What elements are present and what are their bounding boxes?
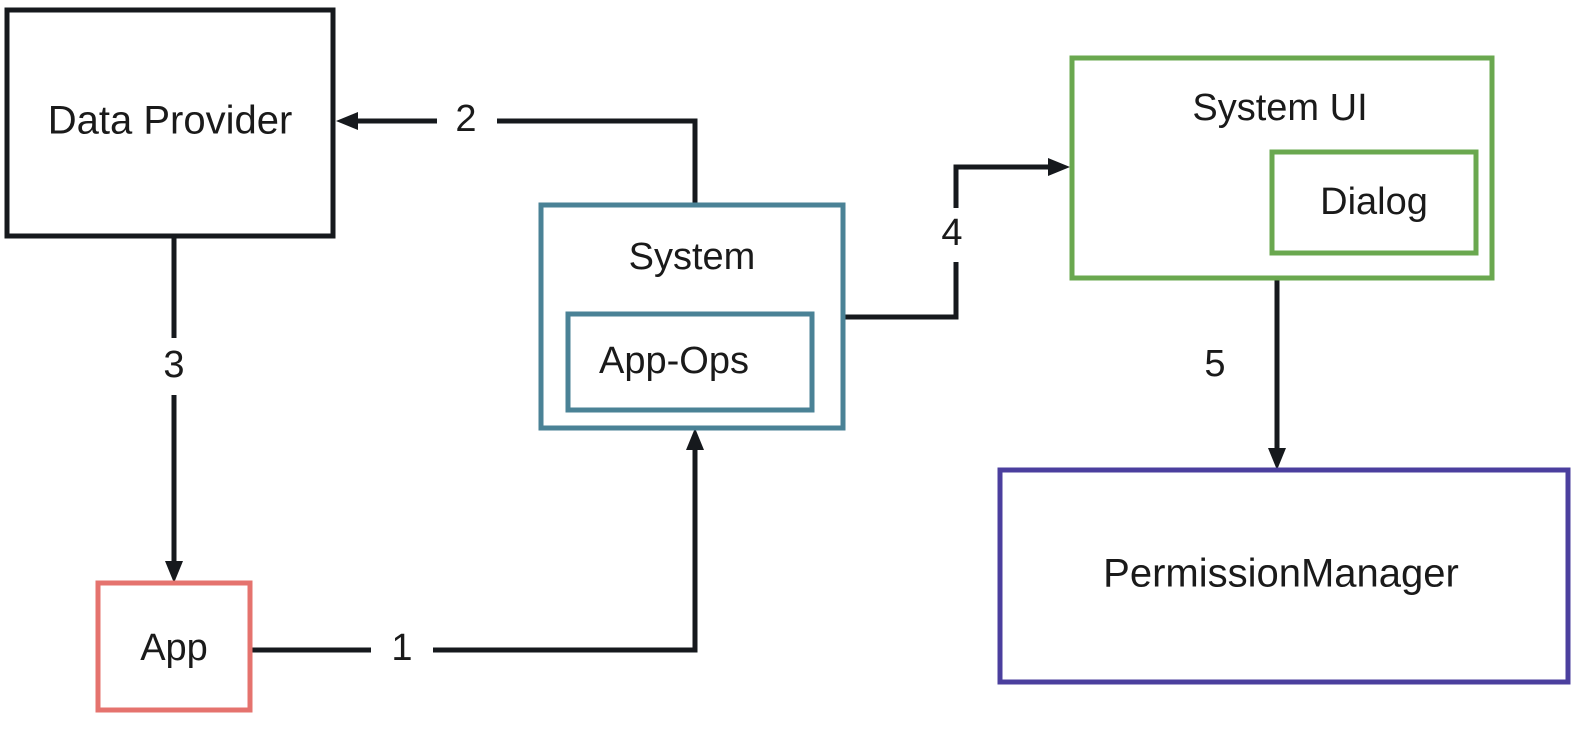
node-box-app[interactable] <box>95 580 253 713</box>
node-box-permission-manager[interactable] <box>997 467 1571 685</box>
node-dialog[interactable]: Dialog <box>1269 149 1479 256</box>
edge-label-edge-2: 2 <box>455 98 476 140</box>
node-app[interactable]: App <box>95 580 253 713</box>
arrow-head-icon-edge-4 <box>1048 158 1070 176</box>
edge-edge-4 <box>843 158 1070 320</box>
edge-edge-3 <box>165 236 183 583</box>
arrow-head-icon-edge-3 <box>165 561 183 583</box>
edge-line-edge-4 <box>843 164 1052 320</box>
node-label-system-ui: System UI <box>1192 87 1367 129</box>
node-permission-manager[interactable]: PermissionManager <box>997 467 1571 685</box>
edge-edge-1 <box>250 428 704 653</box>
node-app-ops[interactable]: App-Ops <box>565 311 815 413</box>
node-label-system: System <box>629 236 756 278</box>
edge-label-edge-4: 4 <box>941 212 962 254</box>
edge-edge-2 <box>336 112 698 205</box>
node-label-app: App <box>140 627 208 669</box>
edge-label-edge-3: 3 <box>163 344 184 386</box>
node-label-data-provider: Data Provider <box>48 99 293 143</box>
edge-line-edge-1 <box>250 443 698 653</box>
edge-line-edge-2 <box>353 118 698 205</box>
node-label-permission-manager: PermissionManager <box>1103 552 1459 596</box>
edges-layer <box>165 112 1286 653</box>
node-label-dialog: Dialog <box>1320 181 1428 223</box>
arrow-head-icon-edge-5 <box>1268 448 1286 470</box>
arrow-head-icon-edge-1 <box>686 428 704 450</box>
node-box-dialog[interactable] <box>1269 149 1479 256</box>
node-box-app-ops[interactable] <box>565 311 815 413</box>
node-data-provider[interactable]: Data Provider <box>4 7 336 239</box>
arrow-head-icon-edge-2 <box>336 112 358 130</box>
node-label-app-ops: App-Ops <box>599 340 749 382</box>
edge-labels-layer: 1 2 3 4 5 <box>163 98 1225 669</box>
edge-edge-5 <box>1268 278 1286 470</box>
edge-label-edge-1: 1 <box>391 627 412 669</box>
edge-label-edge-5: 5 <box>1204 343 1225 385</box>
node-box-data-provider[interactable] <box>4 7 336 239</box>
